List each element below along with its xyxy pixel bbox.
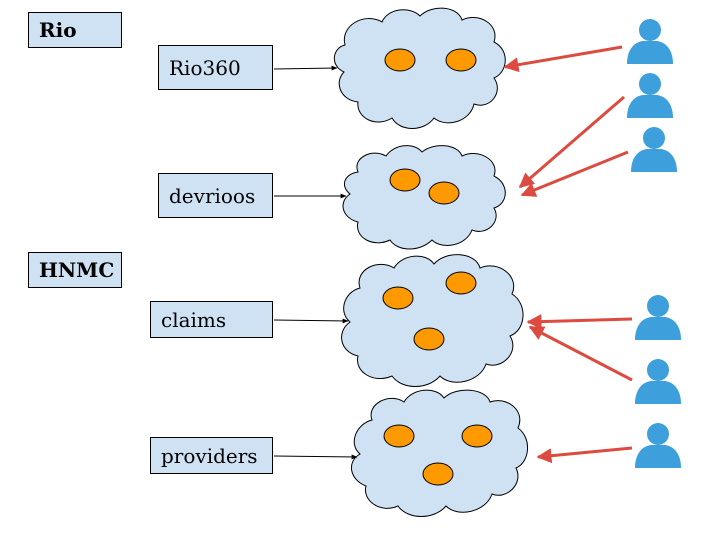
connector-arrow (273, 65, 338, 71)
group-label-rio: Rio (28, 12, 122, 48)
access-arrow (518, 95, 625, 189)
cloud-icon (333, 7, 506, 129)
instance-node (413, 327, 445, 351)
access-arrow (536, 446, 633, 464)
service-label-devrioos: devrioos (158, 173, 273, 218)
user-icon (627, 19, 673, 64)
access-arrow (526, 314, 633, 330)
user-icon (631, 127, 677, 172)
instance-node (428, 181, 460, 205)
cloud-icon (351, 389, 528, 517)
connector-arrow (273, 454, 358, 460)
instance-node (383, 424, 415, 448)
instance-node (445, 48, 477, 72)
instance-node (461, 424, 493, 448)
access-arrow (528, 325, 633, 382)
access-arrow (520, 150, 629, 197)
instance-node (389, 168, 421, 192)
access-arrow (503, 45, 623, 73)
user-icon (635, 359, 681, 404)
user-icon (627, 73, 673, 118)
cloud-icon (342, 145, 506, 250)
instance-node (384, 48, 416, 72)
instance-node (422, 462, 454, 486)
connector-arrow (273, 318, 349, 324)
service-label-claims: claims (150, 301, 273, 338)
cloud-icon (341, 254, 524, 387)
group-label-hnmc: HNMC (28, 252, 122, 288)
user-icon (635, 295, 681, 340)
service-label-providers: providers (150, 437, 273, 474)
instance-node (382, 286, 414, 310)
user-icon (635, 423, 681, 468)
instance-node (445, 271, 477, 295)
service-label-rio360: Rio360 (158, 45, 273, 90)
